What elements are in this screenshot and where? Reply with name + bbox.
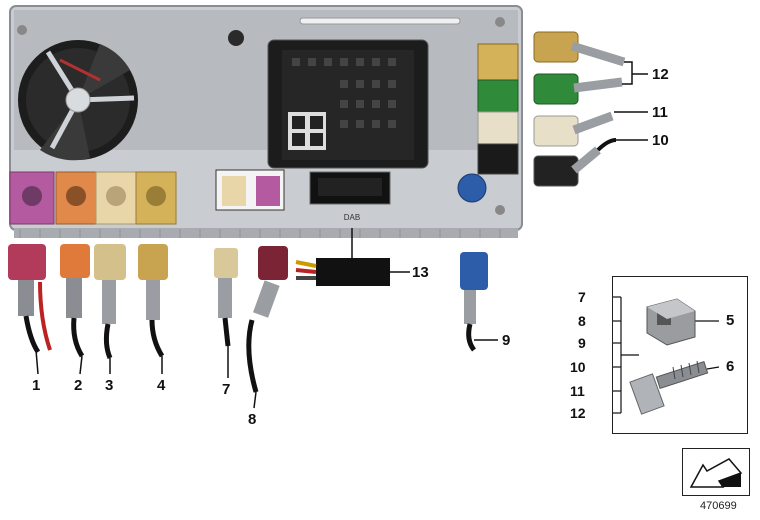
cable-1 <box>8 244 52 354</box>
callout-10: 10 <box>652 132 669 149</box>
legend-number-7: 7 <box>578 289 586 305</box>
dab-port <box>309 171 391 205</box>
legend-part-6: 6 <box>726 358 735 375</box>
cable-9 <box>460 252 488 352</box>
callout-4: 4 <box>157 377 166 394</box>
cable-12a <box>533 31 626 67</box>
fakra-sockets-bottom <box>9 169 285 225</box>
quadlock-connector <box>267 39 429 169</box>
parts-legend-box <box>612 276 748 434</box>
part-5-housing <box>646 298 696 346</box>
cable-10 <box>533 138 617 187</box>
fan <box>18 40 138 161</box>
legend-number-8: 8 <box>578 313 586 329</box>
legend-part-5: 5 <box>726 312 735 329</box>
callout-7: 7 <box>222 381 231 398</box>
cable-8 <box>246 246 288 393</box>
callout-11: 11 <box>652 104 668 121</box>
callout-9: 9 <box>502 332 511 349</box>
legend-art <box>613 296 720 415</box>
callout-2: 2 <box>74 377 83 394</box>
cable-11 <box>533 111 614 147</box>
nav-arrow-box[interactable] <box>682 448 750 496</box>
legend-number-11: 11 <box>570 383 585 399</box>
part-6-connector <box>629 360 709 415</box>
cable-12b <box>533 73 623 105</box>
callout-13: 13 <box>412 264 429 281</box>
dab-label: DAB <box>344 213 360 222</box>
legend-number-9: 9 <box>578 335 586 351</box>
callout-8: 8 <box>248 411 257 428</box>
callout-1: 1 <box>32 377 41 394</box>
legend-number-10: 10 <box>570 359 586 375</box>
callout-3: 3 <box>105 377 114 394</box>
fakra-sockets-right <box>457 43 519 203</box>
nav-arrow-icon <box>689 458 743 488</box>
callout-12: 12 <box>652 66 669 83</box>
cable-2 <box>60 244 90 358</box>
cable-13 <box>295 258 390 286</box>
figure-number: 470699 <box>700 500 737 512</box>
leader-lines <box>35 61 648 409</box>
cable-7 <box>214 248 238 347</box>
legend-number-12: 12 <box>570 405 586 421</box>
cable-4 <box>138 244 168 358</box>
cable-3 <box>94 244 126 359</box>
